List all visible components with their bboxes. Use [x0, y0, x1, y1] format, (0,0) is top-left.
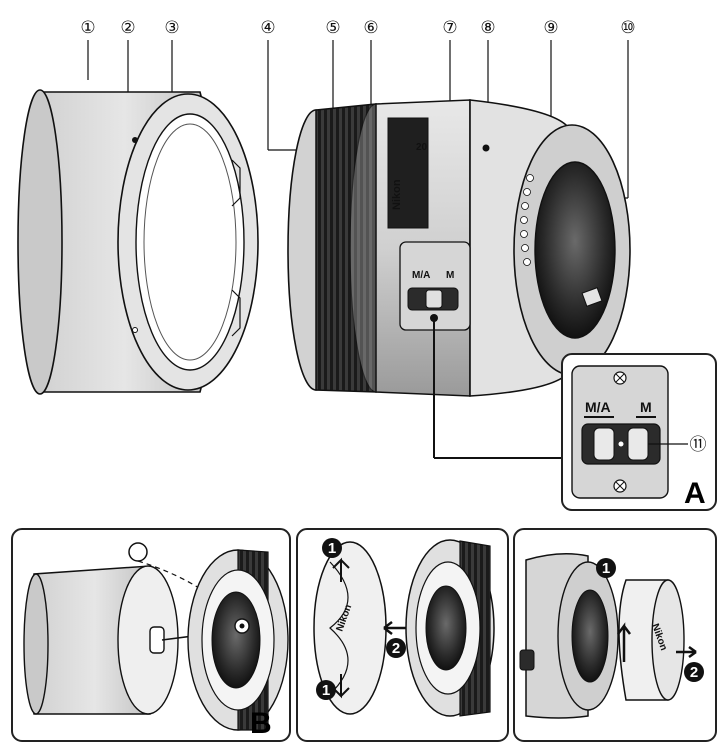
- panel-rear-cap: Nikon 1 2: [513, 528, 717, 742]
- callout-11: ⑪: [690, 435, 707, 455]
- rear-cap-step-2: [684, 662, 704, 682]
- rear-cap-step-1: [596, 558, 616, 578]
- distance-scale-window: [387, 117, 429, 229]
- callout-6: ⑥: [363, 18, 378, 38]
- panel-a: M/A M ⑪ A: [430, 314, 717, 511]
- panel-switch-ma-position[interactable]: [593, 427, 615, 461]
- rear-cap-step-1-label: 1: [602, 560, 610, 577]
- callout-9: ⑨: [543, 18, 558, 38]
- front-cap-step-1-bottom-label: 1: [322, 682, 330, 699]
- front-cap-step-1-top: [322, 538, 342, 558]
- callout-8: ⑧: [480, 18, 495, 38]
- lens-brand-mark: Nikon: [391, 179, 403, 210]
- panel-switch-m-position[interactable]: [627, 427, 649, 461]
- body-switch-m-label: M: [446, 270, 454, 281]
- panel-a-label: A: [684, 477, 706, 510]
- front-cap-step-1-bottom: [316, 680, 336, 700]
- callout-1: ①: [80, 18, 95, 38]
- front-cap-step-2-label: 2: [392, 640, 400, 657]
- panel-front-cap: Nikon 1 1 2: [296, 528, 509, 742]
- lens-hood: [17, 89, 259, 395]
- front-cap-step-2: [386, 638, 406, 658]
- panel-switch-m-label: M: [640, 399, 652, 415]
- mounting-index: [482, 144, 490, 152]
- panel-b-label: B: [250, 707, 272, 740]
- rear-cap-step-2-label: 2: [690, 664, 698, 681]
- callout-10: ⑩: [620, 18, 635, 38]
- hood-focus-index: [132, 327, 138, 333]
- callout-3: ③: [164, 18, 179, 38]
- rear-lens-element: [534, 161, 616, 339]
- callout-4: ④: [260, 18, 275, 38]
- hood-mounting-index: [132, 137, 138, 143]
- front-cap-step-1-top-label: 1: [328, 540, 336, 557]
- lens-body: Nikon 20 M/A M: [287, 99, 631, 397]
- callout-7: ⑦: [442, 18, 457, 38]
- panel-switch-ma-label: M/A: [585, 399, 611, 415]
- callout-2: ②: [120, 18, 135, 38]
- cpu-contacts: [520, 174, 534, 266]
- distance-scale-value: 20: [416, 142, 428, 153]
- callout-5: ⑤: [325, 18, 340, 38]
- body-switch-ma-label: M/A: [412, 270, 430, 281]
- panel-b: B: [11, 528, 291, 742]
- body-focus-switch[interactable]: [425, 289, 443, 309]
- callout-labels: ① ② ③ ④ ⑤ ⑥ ⑦ ⑧ ⑨ ⑩: [80, 18, 635, 38]
